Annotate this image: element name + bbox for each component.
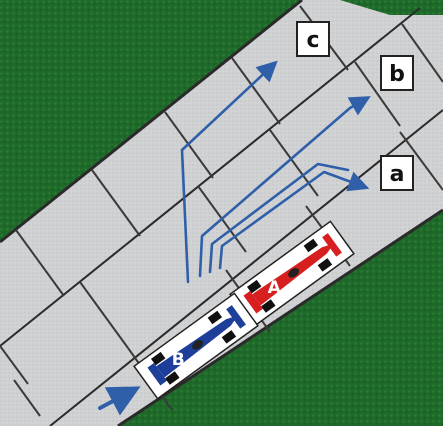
car-a-label: A bbox=[268, 278, 282, 298]
lane-label-c-text: c bbox=[306, 28, 319, 53]
lane-label-a: a bbox=[381, 156, 413, 190]
lane-label-b: b bbox=[381, 56, 413, 90]
lane-label-c: c bbox=[297, 22, 329, 56]
car-b-label: B bbox=[172, 350, 185, 370]
lane-label-a-text: a bbox=[390, 162, 405, 187]
lane-label-b-text: b bbox=[389, 62, 405, 87]
